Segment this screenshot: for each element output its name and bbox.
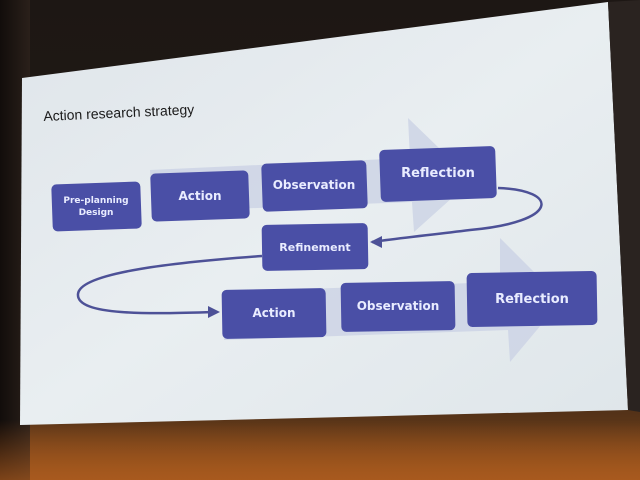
box-action-1: Action xyxy=(150,170,250,222)
box-observation-2: Observation xyxy=(340,281,456,332)
box-observation-2-label: Observation xyxy=(357,299,440,313)
box-pre-planning: Pre-planning Design xyxy=(51,181,142,232)
box-reflection-2: Reflection xyxy=(466,270,598,328)
connector-arrowhead-2 xyxy=(208,306,220,318)
box-pre-planning-line1: Pre-planning xyxy=(63,196,128,206)
box-action-2-label: Action xyxy=(252,306,295,320)
box-pre-planning-line2: Design xyxy=(79,208,114,218)
box-action-1-label: Action xyxy=(178,189,221,203)
box-observation-1-label: Observation xyxy=(273,178,356,192)
box-action-2: Action xyxy=(221,288,327,339)
box-reflection-2-label: Reflection xyxy=(495,292,569,307)
box-refinement: Refinement xyxy=(261,223,369,271)
refinement-to-action-connector xyxy=(76,254,263,315)
box-reflection-1: Reflection xyxy=(379,146,497,202)
room-floor-glow xyxy=(0,420,640,480)
screen-frame-right xyxy=(608,0,640,412)
box-observation-1: Observation xyxy=(261,160,368,212)
reflection-to-refinement-connector xyxy=(371,186,543,244)
box-reflection-1-label: Reflection xyxy=(401,166,475,181)
box-refinement-label: Refinement xyxy=(279,241,350,254)
connector-arrowhead-1 xyxy=(370,236,382,248)
